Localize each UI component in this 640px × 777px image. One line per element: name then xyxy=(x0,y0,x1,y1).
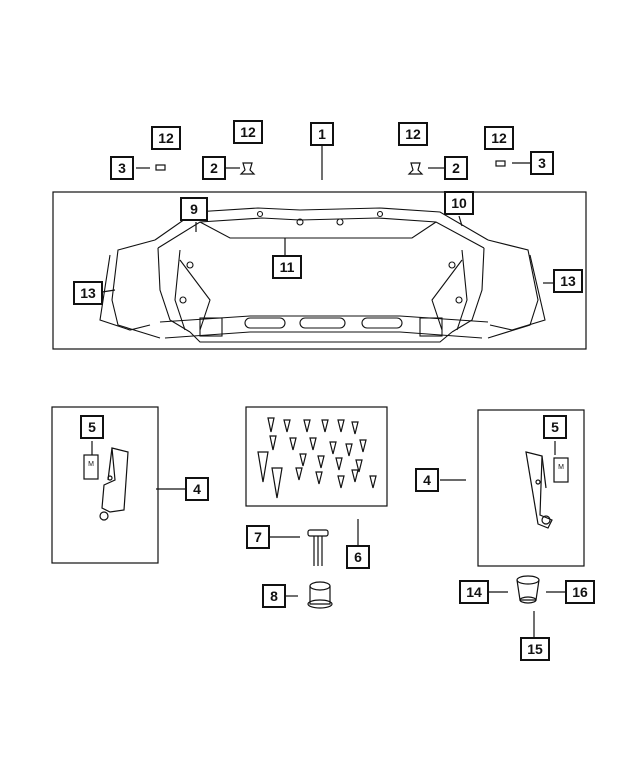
callout-14: 14 xyxy=(459,580,489,604)
push-pin-left xyxy=(239,162,256,175)
nut-part xyxy=(516,575,540,604)
right-bracket-tag-letter: M xyxy=(558,464,564,471)
push-pin-right xyxy=(407,162,424,175)
callout-5-left: 5 xyxy=(80,415,104,439)
callout-8: 8 xyxy=(262,584,286,608)
left-bracket-label-tag xyxy=(83,454,99,480)
clip-right xyxy=(495,160,506,167)
callout-12-c: 12 xyxy=(398,122,428,146)
radiator-support xyxy=(99,207,546,343)
fastener-kit-bolts xyxy=(257,417,377,499)
fastener-kit-box xyxy=(245,406,388,507)
callout-3-right: 3 xyxy=(530,151,554,175)
callout-5-right: 5 xyxy=(543,415,567,439)
callout-4-left: 4 xyxy=(185,477,209,501)
radiator-support-box xyxy=(52,191,587,350)
callout-2-left: 2 xyxy=(202,156,226,180)
callout-16: 16 xyxy=(565,580,595,604)
callout-12-d: 12 xyxy=(484,126,514,150)
callout-3-left: 3 xyxy=(110,156,134,180)
callout-4-right: 4 xyxy=(415,468,439,492)
callout-12-a: 12 xyxy=(151,126,181,150)
callout-9: 9 xyxy=(180,197,208,221)
callout-15: 15 xyxy=(520,637,550,661)
callout-6: 6 xyxy=(346,545,370,569)
callout-11: 11 xyxy=(272,255,302,279)
right-bracket-box xyxy=(477,409,585,567)
callout-7: 7 xyxy=(246,525,270,549)
callout-13-left: 13 xyxy=(73,281,103,305)
callout-2-right: 2 xyxy=(444,156,468,180)
left-side-bracket xyxy=(99,447,129,521)
callout-10: 10 xyxy=(444,191,474,215)
callout-1: 1 xyxy=(310,122,334,146)
right-bracket-label-tag xyxy=(553,457,569,483)
clip-left xyxy=(155,164,166,171)
right-side-bracket xyxy=(525,451,553,529)
callout-13-right: 13 xyxy=(553,269,583,293)
left-bracket-tag-letter: M xyxy=(88,461,94,468)
left-bracket-box xyxy=(51,406,159,564)
bolt-part xyxy=(307,529,329,566)
spacer-part xyxy=(307,581,333,609)
callout-12-b: 12 xyxy=(233,120,263,144)
